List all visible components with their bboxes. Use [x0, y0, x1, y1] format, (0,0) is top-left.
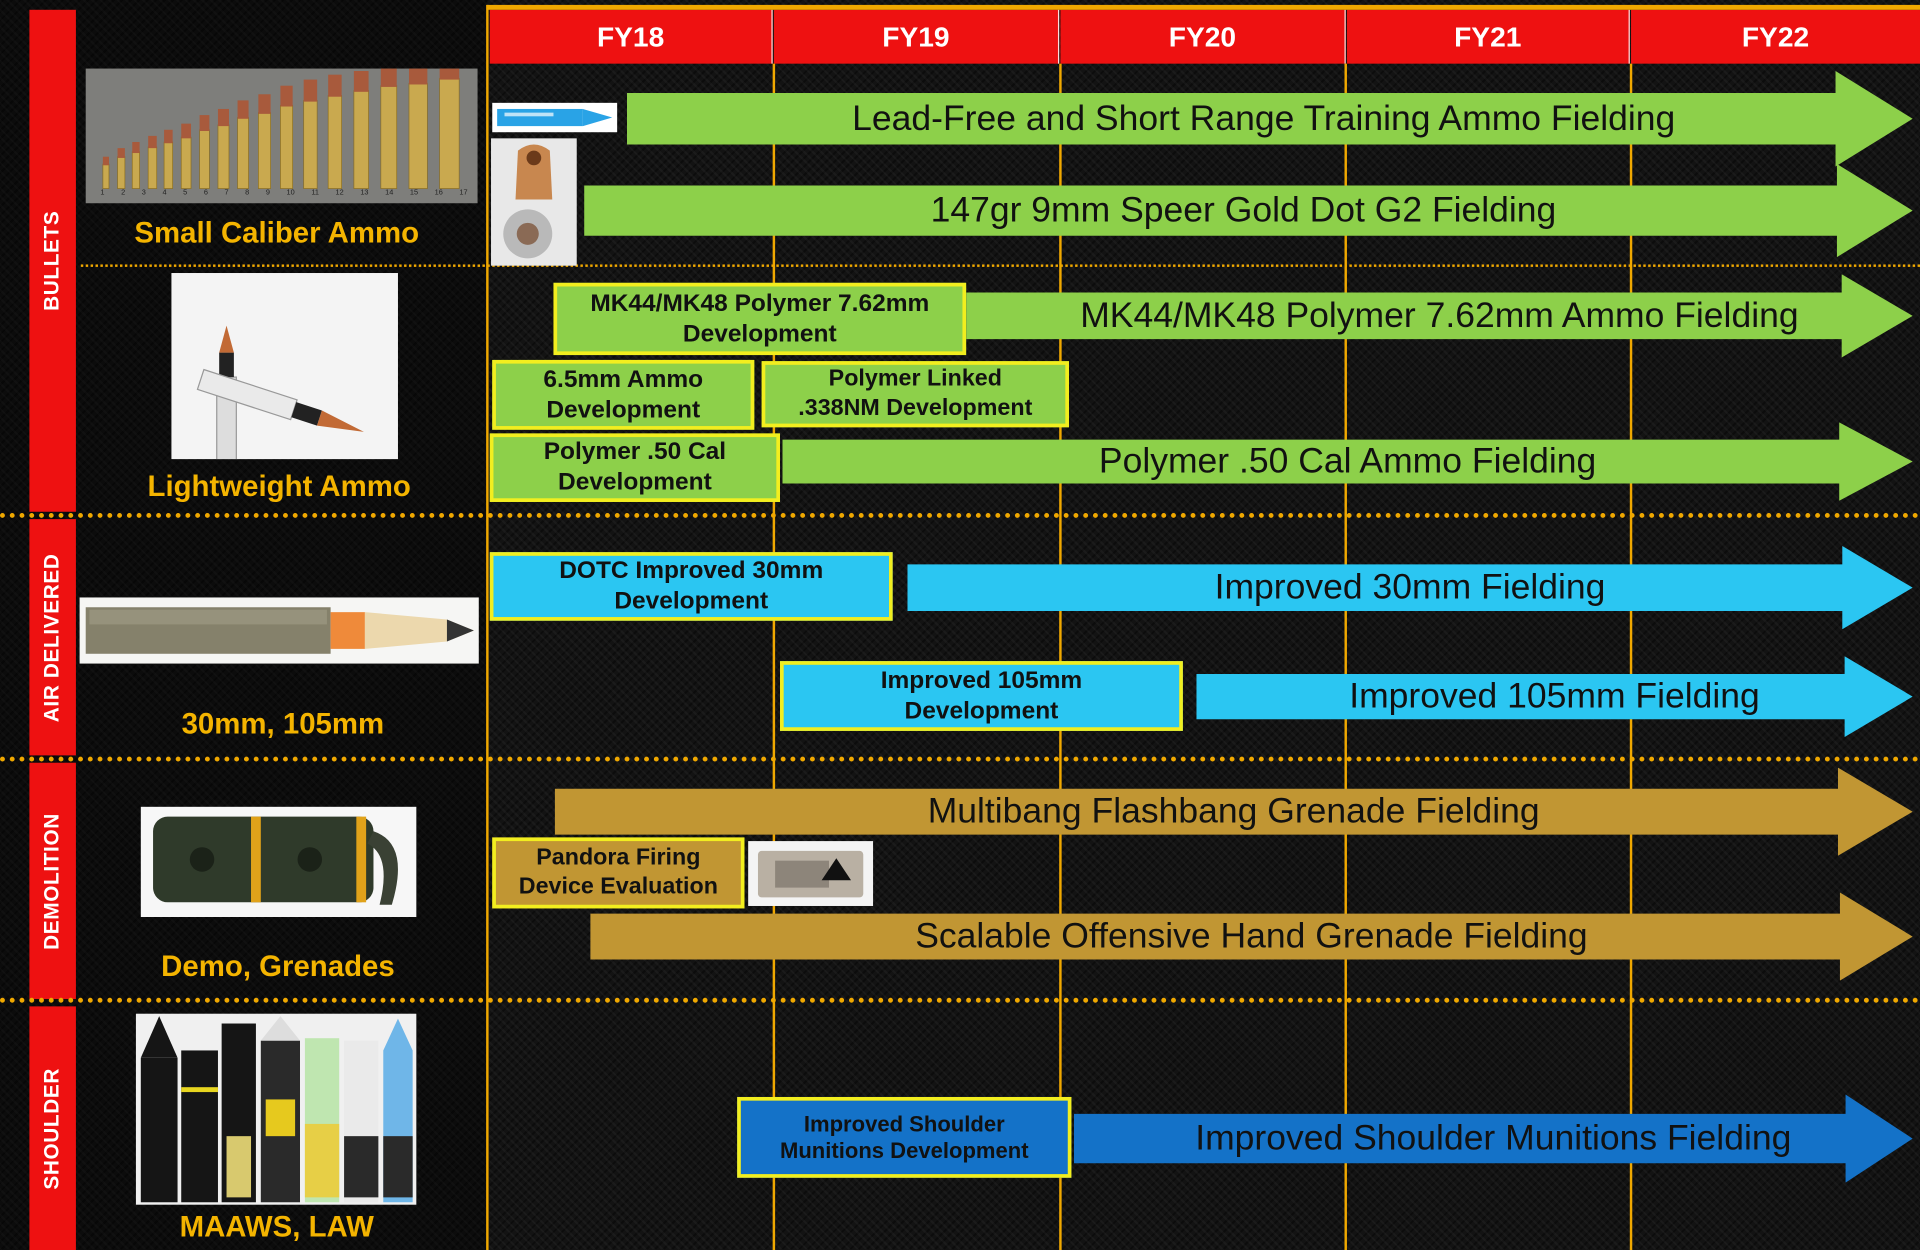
cartridge-number: 4	[162, 189, 167, 198]
gold-dot-bullet-image	[491, 138, 577, 266]
shoulder-munitions-image	[135, 1013, 417, 1205]
sidebar-bullets: BULLETS	[29, 9, 76, 512]
fielding-label: Polymer .50 Cal Ammo Fielding	[1098, 441, 1597, 481]
sidebar-demolition-label: DEMOLITION	[40, 812, 64, 950]
sidebar-bullets-label: BULLETS	[40, 210, 64, 311]
year-divider	[772, 63, 776, 1250]
cartridge-number: 16	[434, 189, 443, 198]
year-divider	[1059, 63, 1062, 1250]
cartridge-number: 5	[183, 189, 188, 198]
fielding-label: Improved 105mm Fielding	[1349, 676, 1760, 716]
fielding-label: Improved 30mm Fielding	[1214, 567, 1606, 607]
year-header-fy21: FY21	[1346, 9, 1630, 64]
fielding-arrow-30mm: Improved 30mm Fielding	[907, 546, 1913, 630]
year-header-fy18: FY18	[489, 9, 773, 64]
category-label-small-caliber: Small Caliber Ammo	[134, 216, 420, 250]
cartridge-number: 9	[265, 189, 270, 198]
sidebar-demolition: DEMOLITION	[29, 762, 76, 1000]
section-separator	[0, 997, 1920, 1003]
fielding-label: Lead-Free and Short Range Training Ammo …	[852, 98, 1676, 138]
section-separator	[0, 756, 1920, 762]
fielding-arrow-105mm: Improved 105mm Fielding	[1196, 656, 1913, 738]
cartridge-number: 17	[459, 189, 468, 198]
category-label-30mm-105mm: 30mm, 105mm	[181, 707, 385, 741]
fielding-label: Multibang Flashbang Grenade Fielding	[927, 791, 1540, 831]
fielding-label: 147gr 9mm Speer Gold Dot G2 Fielding	[930, 190, 1557, 230]
fielding-label: Scalable Offensive Hand Grenade Fielding	[915, 916, 1588, 956]
cartridge-number: 13	[360, 189, 369, 198]
section-separator	[0, 512, 1920, 518]
dev-box-105mm: Improved 105mm Development	[780, 661, 1183, 731]
fielding-arrow-shoulder: Improved Shoulder Munitions Fielding	[1073, 1094, 1913, 1183]
dev-box-pandora: Pandora Firing Device Evaluation	[492, 837, 745, 909]
30mm-round-image	[79, 597, 479, 664]
cartridge-number: 6	[203, 189, 208, 198]
cartridge-number: 10	[286, 189, 295, 198]
sidebar-shoulder-label: SHOULDER	[40, 1067, 64, 1190]
cartridge-number: 12	[335, 189, 344, 198]
year-divider	[1629, 63, 1633, 1250]
dev-box-shoulder: Improved Shoulder Munitions Development	[737, 1096, 1072, 1178]
cartridge-number: 11	[311, 189, 319, 198]
year-divider	[486, 4, 489, 1250]
year-header-fy22: FY22	[1631, 9, 1920, 64]
cartridge-number: 15	[409, 189, 419, 198]
fielding-label: Improved Shoulder Munitions Fielding	[1195, 1118, 1792, 1158]
pandora-device-image	[748, 841, 874, 906]
year-header-fy20: FY20	[1060, 9, 1346, 64]
fielding-arrow-mk44: MK44/MK48 Polymer 7.62mm Ammo Fielding	[966, 274, 1913, 358]
category-label-demo-grenades: Demo, Grenades	[161, 950, 395, 984]
dev-box-30mm: DOTC Improved 30mm Development	[489, 552, 893, 621]
fielding-arrow-50cal: Polymer .50 Cal Ammo Fielding	[782, 422, 1913, 501]
year-header-fy19: FY19	[773, 9, 1060, 64]
cartridge-number: 8	[245, 189, 250, 198]
sidebar-air-label: AIR DELIVERED	[40, 552, 64, 722]
cartridge-number: 1	[100, 189, 105, 198]
category-label-lightweight: Lightweight Ammo	[147, 470, 411, 504]
dev-box-6-5mm: 6.5mm Ammo Development	[492, 359, 755, 430]
sidebar-air-delivered: AIR DELIVERED	[29, 519, 76, 756]
lightweight-ammo-image	[171, 273, 398, 460]
dev-box-338nm: Polymer Linked .338NM Development	[761, 361, 1069, 428]
category-label-maaws-law: MAAWS, LAW	[179, 1210, 374, 1244]
row-separator	[80, 264, 1920, 267]
year-divider	[1344, 63, 1347, 1250]
fielding-arrow-9mm: 147gr 9mm Speer Gold Dot G2 Fielding	[584, 164, 1913, 258]
cartridge-number: 3	[141, 189, 146, 198]
dev-box-50cal: Polymer .50 Cal Development	[489, 433, 781, 502]
header-top-border	[487, 4, 1920, 10]
sidebar-shoulder: SHOULDER	[29, 1006, 76, 1250]
training-round-image	[492, 102, 618, 133]
fielding-label: MK44/MK48 Polymer 7.62mm Ammo Fielding	[1080, 295, 1799, 335]
cartridge-number: 14	[385, 189, 394, 198]
cartridge-number: 7	[224, 189, 229, 198]
grenade-image	[140, 806, 417, 918]
cartridge-number: 2	[121, 189, 126, 198]
fielding-arrow-lead-free: Lead-Free and Short Range Training Ammo …	[626, 71, 1913, 167]
dev-box-mk44: MK44/MK48 Polymer 7.62mm Development	[553, 282, 967, 356]
